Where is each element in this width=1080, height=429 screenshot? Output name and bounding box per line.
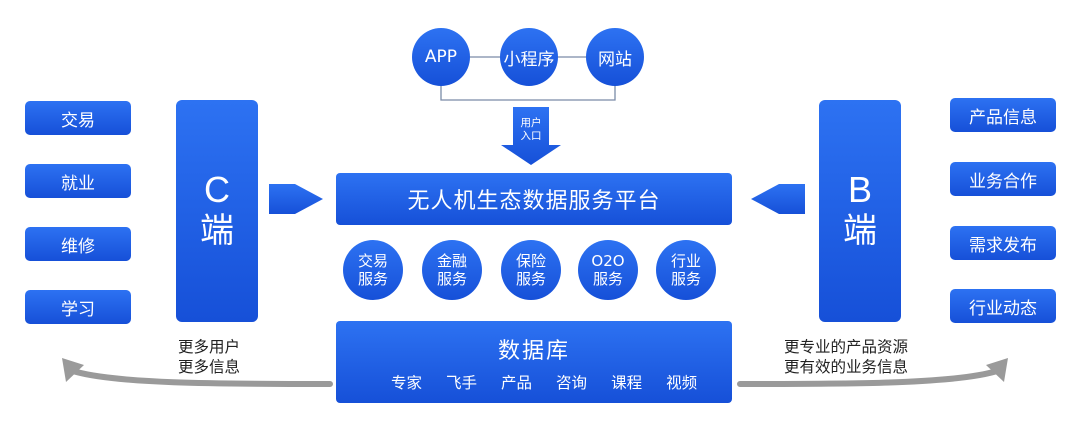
c-item-trade: 交易 — [25, 101, 131, 135]
c-item-repair: 维修 — [25, 227, 131, 261]
b-end-column: B 端 — [819, 100, 901, 322]
b-end-letter: B — [847, 169, 872, 210]
c-end-column: C 端 — [176, 100, 258, 322]
b-end-char: 端 — [843, 211, 877, 251]
c-item-learning: 学习 — [25, 290, 131, 324]
b-to-platform-arrow — [751, 184, 805, 214]
channel-mini-program: 小程序 — [500, 28, 558, 86]
database-item: 课程 — [611, 374, 643, 392]
database-item: 产品 — [501, 374, 533, 392]
database-item: 飞手 — [446, 374, 478, 392]
service-industry: 行业 服务 — [656, 240, 716, 300]
database-item: 咨询 — [556, 374, 588, 392]
b-item-demand-release: 需求发布 — [950, 226, 1056, 260]
b-side-note: 更专业的产品资源 更有效的业务信息 — [784, 338, 909, 376]
service-finance: 金融 服务 — [422, 240, 482, 300]
platform-bar: 无人机生态数据服务平台 — [336, 173, 732, 225]
database-title: 数据库 — [497, 339, 570, 364]
database-items: 专家 飞手 产品 咨询 课程 视频 — [391, 371, 697, 393]
c-item-employment: 就业 — [25, 164, 131, 198]
user-entry-arrow — [501, 107, 561, 165]
b-item-product-info: 产品信息 — [950, 98, 1056, 132]
c-side-note: 更多用户 更多信息 — [178, 338, 241, 376]
right-return-arrowhead — [986, 358, 1008, 382]
c-end-letter: C — [204, 169, 230, 210]
c-to-platform-arrow — [269, 184, 323, 214]
database-item: 视频 — [666, 374, 698, 392]
right-return-arrow — [737, 367, 1003, 387]
left-return-arrowhead — [62, 358, 84, 382]
b-item-business-cooperation: 业务合作 — [950, 162, 1056, 196]
left-return-arrow — [67, 367, 333, 387]
c-end-char: 端 — [200, 211, 234, 251]
database-item: 专家 — [391, 374, 423, 392]
channel-app: APP — [412, 28, 470, 86]
service-trade: 交易 服务 — [343, 240, 403, 300]
user-entry-label: 用户 入口 — [520, 117, 542, 142]
service-insurance: 保险 服务 — [501, 240, 561, 300]
database-block: 数据库 专家 飞手 产品 咨询 课程 视频 — [336, 321, 732, 403]
b-item-industry-news: 行业动态 — [950, 289, 1056, 323]
service-o2o: O2O 服务 — [578, 240, 638, 300]
channel-website: 网站 — [586, 28, 644, 86]
